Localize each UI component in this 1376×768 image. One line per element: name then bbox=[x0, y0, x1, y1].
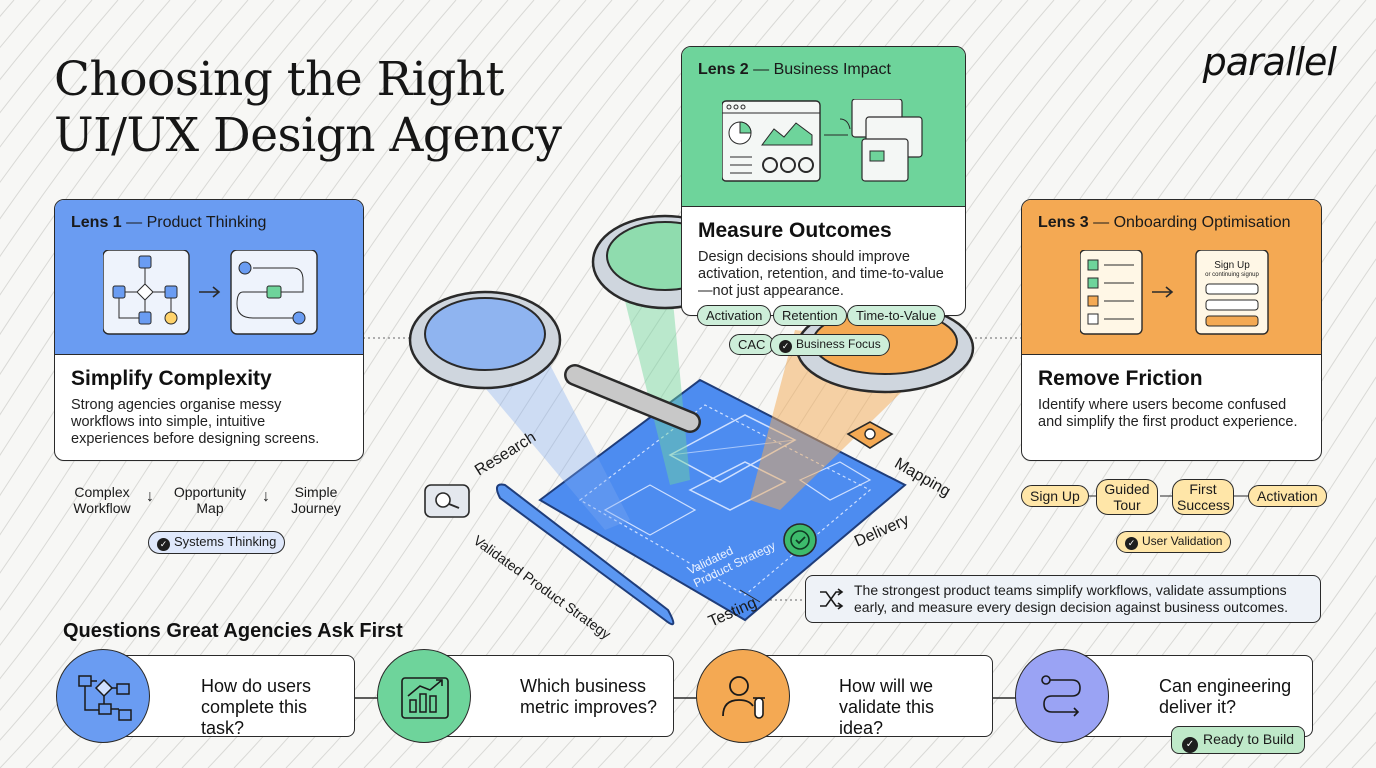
lens3-card: Lens 3 — Onboarding Optimisation Sign Up… bbox=[1021, 199, 1322, 461]
background-line bbox=[0, 0, 353, 497]
flow-signup: Sign Up bbox=[1021, 485, 1089, 507]
background-line bbox=[0, 0, 327, 456]
lens2-header: Lens 2 — Business Impact bbox=[682, 47, 965, 207]
question-card-2: Which business metric improves? bbox=[429, 655, 674, 737]
lens1-header: Lens 1 — Product Thinking bbox=[55, 200, 363, 355]
lens1-flow-2: Simple Journey bbox=[291, 484, 341, 516]
shuffle-icon bbox=[820, 588, 844, 610]
lens1-text: Strong agencies organise messy workflows… bbox=[71, 397, 320, 447]
lens2-label: Lens 2 — Business Impact bbox=[698, 61, 891, 78]
check-icon: ✓ bbox=[1182, 737, 1198, 753]
flow-activation: Activation bbox=[1248, 485, 1327, 507]
user-test-icon bbox=[696, 649, 790, 743]
business-focus-badge: ✓Business Focus bbox=[770, 334, 890, 356]
background-line bbox=[0, 0, 197, 258]
flow-guided-tour: Guided Tour bbox=[1096, 479, 1158, 515]
lens3-label: Lens 3 — Onboarding Optimisation bbox=[1038, 214, 1291, 231]
question-card-1: How do users complete this task? bbox=[110, 655, 355, 738]
lens3-heading: Remove Friction bbox=[1038, 367, 1203, 390]
magnifier-blue bbox=[408, 290, 701, 433]
lens3-illustration bbox=[1080, 250, 1269, 335]
mock-signup-title: Sign Up bbox=[1214, 260, 1250, 271]
background-line bbox=[0, 0, 301, 416]
lens2-card: Lens 2 — Business Impact Measure Outcome… bbox=[681, 46, 966, 316]
question-card-3: How will we validate this idea? bbox=[748, 655, 993, 738]
background-line bbox=[0, 0, 145, 184]
mapping-icon bbox=[846, 421, 894, 449]
scroll-roll bbox=[495, 483, 675, 626]
lens1-flow-1: Opportunity Map bbox=[173, 484, 247, 516]
background-line bbox=[0, 0, 249, 336]
tag-retention: Retention bbox=[773, 305, 847, 326]
background-line bbox=[0, 0, 171, 220]
tag-time-to-value: Time-to-Value bbox=[847, 305, 946, 326]
workflow-icon bbox=[56, 649, 150, 743]
quote-box: The strongest product teams simplify wor… bbox=[805, 575, 1321, 623]
parallel-logo: parallel bbox=[1202, 40, 1337, 84]
lens1-card: Lens 1 — Product Thinking Simplify Compl… bbox=[54, 199, 364, 461]
lens2-text: Design decisions should improve activati… bbox=[698, 249, 944, 299]
arrow-down-icon: ↓ bbox=[146, 488, 154, 505]
lens3-text: Identify where users become confused and… bbox=[1038, 397, 1298, 430]
lens2-illustration bbox=[722, 99, 923, 182]
ready-to-build-badge: ✓Ready to Build bbox=[1171, 726, 1306, 754]
user-validation-badge: ✓User Validation bbox=[1116, 531, 1232, 553]
central-illustration bbox=[408, 214, 975, 626]
research-icon bbox=[424, 484, 470, 518]
systems-thinking-badge: ✓Systems Thinking bbox=[148, 531, 286, 554]
background-line bbox=[1247, 611, 1376, 768]
lens1-illustration bbox=[103, 250, 318, 335]
page-title: Choosing the Right UI/UX Design Agency bbox=[54, 52, 562, 163]
lens1-flow-0: Complex Workflow bbox=[73, 484, 131, 516]
tag-cac: CAC bbox=[729, 334, 775, 355]
delivery-badge-icon bbox=[783, 523, 817, 557]
flow-first-success: First Success bbox=[1172, 479, 1234, 515]
mock-signup-sub: or continuing signup bbox=[1205, 272, 1259, 278]
check-icon: ✓ bbox=[779, 340, 792, 353]
lens1-heading: Simplify Complexity bbox=[71, 367, 272, 390]
background-line bbox=[0, 0, 119, 148]
background-line bbox=[0, 0, 275, 376]
arrow-down-icon: ↓ bbox=[262, 488, 270, 505]
lens2-heading: Measure Outcomes bbox=[698, 219, 892, 242]
engineering-path-icon bbox=[1015, 649, 1109, 743]
chart-growth-icon bbox=[377, 649, 471, 743]
lens1-label: Lens 1 — Product Thinking bbox=[71, 214, 267, 231]
questions-title: Questions Great Agencies Ask First bbox=[63, 620, 403, 642]
check-icon: ✓ bbox=[157, 538, 170, 551]
background-line bbox=[0, 0, 223, 296]
tag-activation: Activation bbox=[697, 305, 772, 326]
check-icon: ✓ bbox=[1125, 537, 1138, 550]
lens3-header: Lens 3 — Onboarding Optimisation Sign Up… bbox=[1022, 200, 1321, 355]
background-line bbox=[1273, 646, 1376, 768]
quote-text: The strongest product teams simplify wor… bbox=[854, 582, 1288, 615]
